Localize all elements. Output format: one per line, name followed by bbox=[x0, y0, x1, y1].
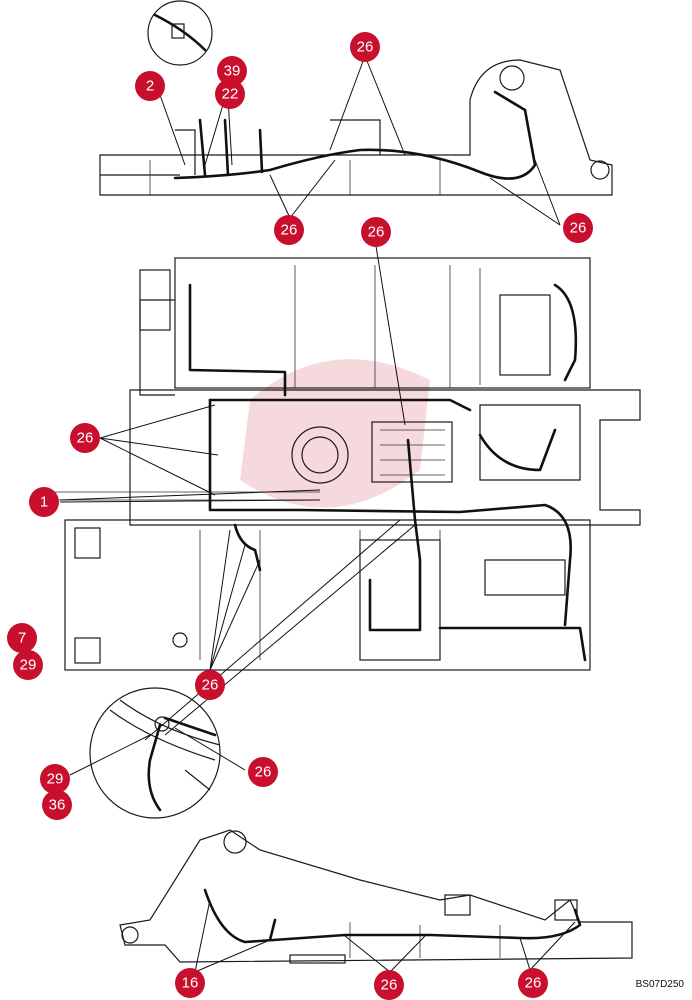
svg-text:26: 26 bbox=[368, 224, 385, 241]
callout-22: 22 bbox=[215, 79, 245, 109]
detail-inset-middle bbox=[89, 687, 221, 819]
callout-26-h: 26 bbox=[518, 968, 548, 998]
svg-text:26: 26 bbox=[570, 220, 587, 237]
callout-1: 1 bbox=[29, 487, 59, 517]
svg-text:39: 39 bbox=[224, 63, 241, 80]
figure-code: BS07D250 bbox=[635, 979, 684, 990]
callout-26-b: 26 bbox=[563, 213, 593, 243]
svg-text:29: 29 bbox=[47, 771, 64, 788]
svg-text:29: 29 bbox=[20, 657, 37, 674]
svg-text:36: 36 bbox=[49, 797, 66, 814]
svg-text:26: 26 bbox=[77, 430, 94, 447]
callout-26-c: 26 bbox=[361, 217, 391, 247]
leader-lines bbox=[59, 55, 576, 973]
callout-2: 2 bbox=[135, 71, 165, 101]
callout-26-top: 26 bbox=[350, 32, 380, 62]
watermark-logo bbox=[240, 359, 430, 508]
callout-29-b: 29 bbox=[40, 764, 70, 794]
callout-26-g: 26 bbox=[374, 970, 404, 1000]
svg-text:1: 1 bbox=[40, 494, 48, 511]
svg-text:26: 26 bbox=[381, 977, 398, 994]
detail-inset-top bbox=[147, 0, 213, 66]
svg-text:22: 22 bbox=[222, 86, 239, 103]
top-side-view bbox=[99, 59, 613, 196]
callout-36: 36 bbox=[42, 790, 72, 820]
svg-text:26: 26 bbox=[255, 764, 272, 781]
callout-26-f: 26 bbox=[248, 757, 278, 787]
svg-text:16: 16 bbox=[182, 975, 199, 992]
svg-text:26: 26 bbox=[202, 677, 219, 694]
bottom-side-view bbox=[119, 829, 633, 964]
callout-26-a: 26 bbox=[274, 215, 304, 245]
svg-text:7: 7 bbox=[18, 630, 26, 647]
svg-text:26: 26 bbox=[357, 39, 374, 56]
callout-39: 39 bbox=[217, 56, 247, 86]
callout-7: 7 bbox=[7, 623, 37, 653]
svg-text:2: 2 bbox=[146, 78, 154, 95]
callout-26-d: 26 bbox=[70, 423, 100, 453]
callout-16: 16 bbox=[175, 968, 205, 998]
callout-29: 29 bbox=[13, 650, 43, 680]
svg-text:26: 26 bbox=[525, 975, 542, 992]
callout-26-e: 26 bbox=[195, 670, 225, 700]
svg-text:26: 26 bbox=[281, 222, 298, 239]
plan-view bbox=[40, 257, 641, 671]
